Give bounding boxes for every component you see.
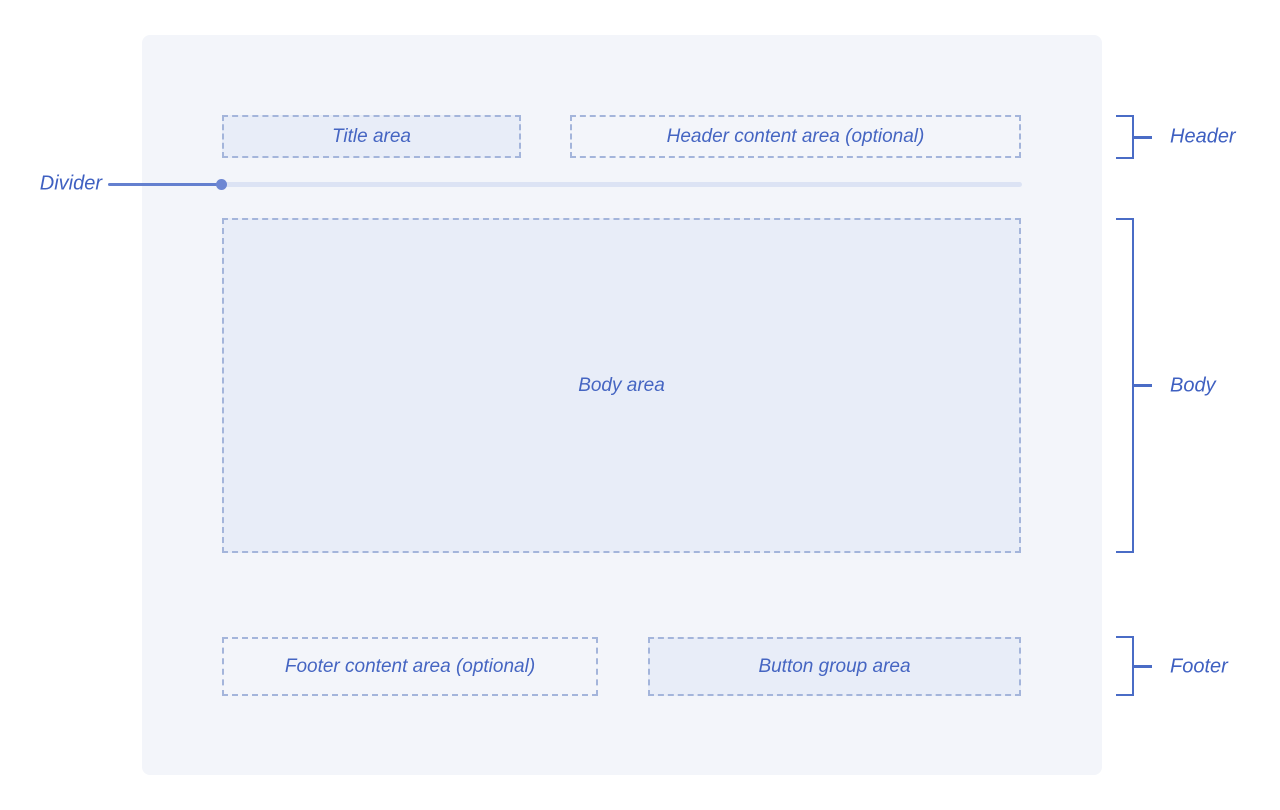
button-group-area-label: Button group area (758, 655, 911, 677)
divider-leader-line (108, 183, 222, 186)
header-content-area-zone: Header content area (optional) (570, 115, 1021, 158)
title-area-label: Title area (331, 125, 412, 147)
body-annotation-label: Body (1170, 374, 1216, 397)
body-area-zone: Body area (222, 218, 1021, 553)
divider-line (222, 182, 1022, 187)
footer-content-area-label: Footer content area (optional) (284, 655, 536, 677)
button-group-area-zone: Button group area (648, 637, 1021, 696)
divider-callout-dot (216, 179, 227, 190)
body-bracket-connector (1134, 384, 1152, 387)
header-content-area-label: Header content area (optional) (666, 125, 925, 147)
footer-bracket (1116, 636, 1134, 696)
header-annotation-label: Header (1170, 125, 1236, 148)
header-bracket (1116, 115, 1134, 159)
divider-annotation-label: Divider (39, 172, 102, 195)
header-bracket-connector (1134, 136, 1152, 139)
body-bracket (1116, 218, 1134, 553)
footer-content-area-zone: Footer content area (optional) (222, 637, 598, 696)
footer-bracket-connector (1134, 665, 1152, 668)
title-area-zone: Title area (222, 115, 521, 158)
body-area-label: Body area (578, 374, 665, 396)
footer-annotation-label: Footer (1170, 655, 1228, 678)
